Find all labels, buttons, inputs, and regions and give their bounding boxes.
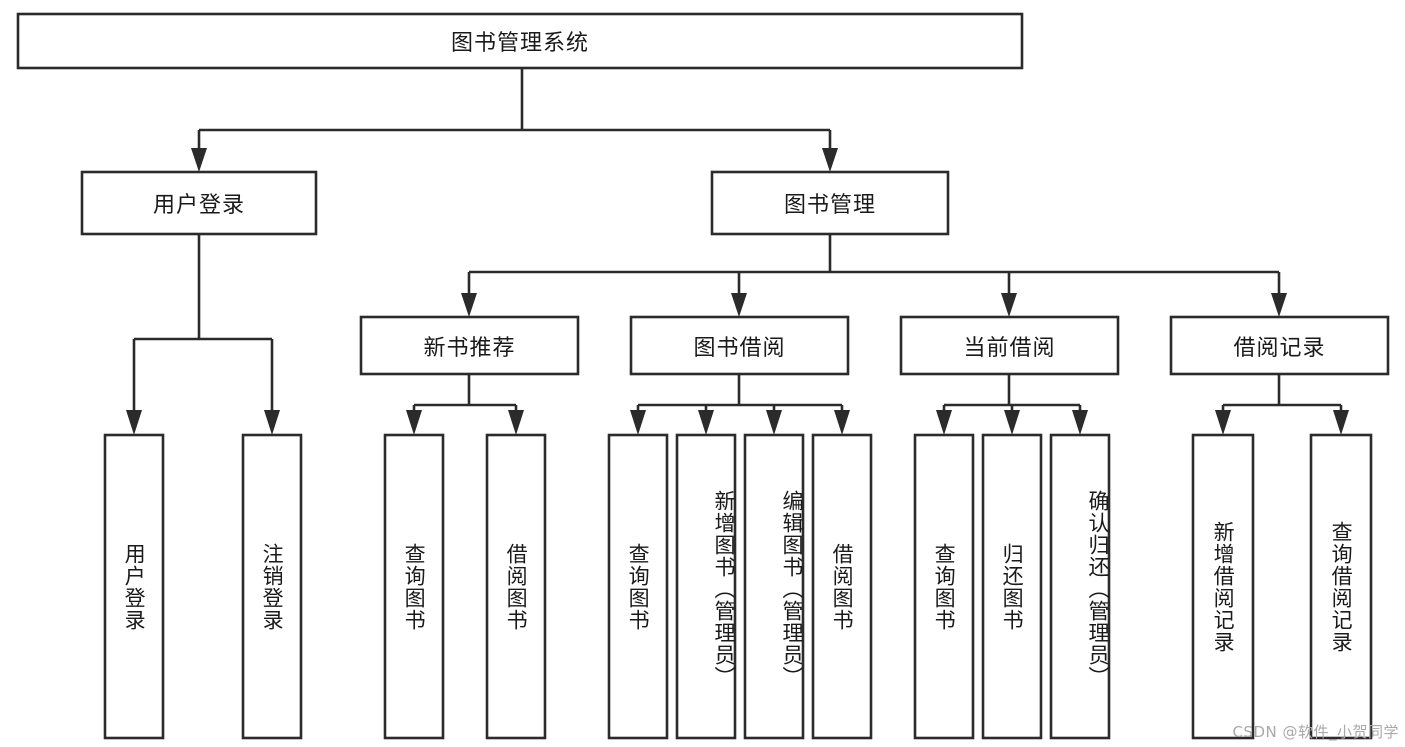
arrowhead-leaf-record-0	[1215, 410, 1231, 435]
node-box-leaf-borrow-1[interactable]	[675, 433, 737, 740]
node-box-leaf-current-2[interactable]	[1049, 433, 1111, 740]
arrowhead-leaf-recommend-0	[406, 410, 422, 435]
arrowhead-leaf-current-2	[1072, 410, 1088, 435]
node-box-root[interactable]	[16, 12, 1024, 70]
node-box-leaf-record-0[interactable]	[1191, 433, 1255, 740]
arrowhead-leaf-recommend-1	[508, 410, 524, 435]
arrowhead-leaf-user-login-1	[264, 410, 280, 435]
node-box-leaf-recommend-1[interactable]	[485, 433, 547, 740]
arrowhead-leaf-borrow-3	[834, 410, 850, 435]
arrowhead-book-borrow	[731, 293, 747, 317]
node-box-book-management[interactable]	[710, 170, 950, 236]
arrowhead-book-management	[822, 148, 838, 172]
arrowhead-leaf-borrow-2	[766, 410, 782, 435]
arrowhead-leaf-borrow-1	[698, 410, 714, 435]
node-box-leaf-record-1[interactable]	[1309, 433, 1373, 740]
arrowhead-leaf-user-login-0	[126, 410, 142, 435]
node-box-leaf-user-login-0[interactable]	[103, 433, 165, 740]
arrowhead-leaf-record-1	[1333, 410, 1349, 435]
arrowhead-new-book-recommend	[461, 293, 477, 317]
node-box-leaf-borrow-0[interactable]	[607, 433, 669, 740]
node-box-leaf-borrow-2[interactable]	[743, 433, 805, 740]
node-box-book-borrow[interactable]	[629, 315, 850, 376]
arrowhead-leaf-current-0	[936, 410, 952, 435]
node-box-new-book-recommend[interactable]	[359, 315, 580, 376]
watermark: CSDN @软件_小贺同学	[1232, 723, 1399, 741]
node-box-borrow-record[interactable]	[1169, 315, 1390, 376]
node-box-user-login[interactable]	[80, 170, 318, 236]
arrowhead-borrow-record	[1271, 293, 1287, 317]
arrowhead-current-borrow	[1001, 293, 1017, 317]
arrowhead-leaf-current-1	[1004, 410, 1020, 435]
arrowhead-leaf-borrow-0	[630, 410, 646, 435]
node-box-current-borrow[interactable]	[899, 315, 1120, 376]
node-box-leaf-recommend-0[interactable]	[383, 433, 445, 740]
node-box-leaf-current-0[interactable]	[913, 433, 975, 740]
arrowhead-user-login	[191, 148, 207, 172]
node-box-leaf-current-1[interactable]	[981, 433, 1043, 740]
node-box-leaf-borrow-3[interactable]	[811, 433, 873, 740]
node-box-leaf-user-login-1[interactable]	[241, 433, 303, 740]
